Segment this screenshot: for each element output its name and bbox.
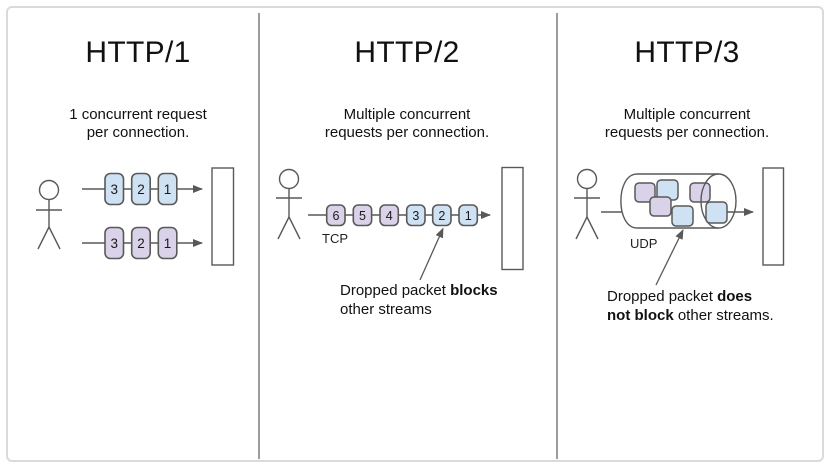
panel2-subtitle-line1: Multiple concurrent bbox=[343, 106, 471, 123]
http2-server-box bbox=[501, 166, 524, 271]
packet bbox=[104, 226, 125, 260]
http3-dropped-packet-pointer-arrow bbox=[655, 229, 684, 286]
annotation-text-bold: blocks bbox=[450, 282, 498, 299]
annotation-text-bold: not block bbox=[607, 307, 674, 324]
packet bbox=[130, 226, 151, 260]
packet-number: 4 bbox=[386, 209, 393, 223]
http3-udp-pipe bbox=[620, 173, 718, 229]
http2-dropped-packet-pointer-arrow bbox=[419, 227, 444, 281]
panel3-subtitle-line2: requests per connection. bbox=[604, 124, 770, 141]
packet bbox=[325, 204, 346, 227]
annotation-line: Dropped packet blocks bbox=[340, 281, 498, 300]
packet bbox=[405, 204, 426, 227]
http1-client-stick-figure-icon bbox=[36, 179, 62, 250]
annotation-text-bold: does bbox=[717, 288, 753, 305]
packet bbox=[379, 204, 400, 227]
packet-number: 2 bbox=[137, 182, 145, 197]
packet bbox=[130, 172, 151, 206]
packet-number: 2 bbox=[438, 209, 445, 223]
annotation-line: not block other streams. bbox=[607, 306, 774, 325]
http3-server-box bbox=[762, 167, 785, 266]
panel3-title: HTTP/3 bbox=[634, 36, 740, 69]
panel2-subtitle: Multiple concurrent requests per connect… bbox=[258, 106, 556, 142]
packet bbox=[458, 204, 479, 227]
http2-dropped-packet-annotation: Dropped packet blocks other streams bbox=[340, 281, 498, 319]
packet-number: 6 bbox=[333, 209, 340, 223]
http3-dropped-packet-annotation: Dropped packet does not block other stre… bbox=[607, 287, 774, 325]
annotation-line: Dropped packet does bbox=[607, 287, 774, 306]
udp-label: UDP bbox=[630, 236, 658, 251]
packet-number: 3 bbox=[412, 209, 419, 223]
http3-pipe-packets bbox=[634, 179, 711, 227]
annotation-line: other streams bbox=[340, 300, 498, 319]
http2-packets bbox=[325, 204, 479, 227]
packet-number: 1 bbox=[164, 182, 172, 197]
packet bbox=[671, 205, 694, 227]
packet-number: 3 bbox=[110, 236, 118, 251]
http3-pipe-opening bbox=[700, 173, 737, 229]
panel2-title: HTTP/2 bbox=[354, 36, 460, 69]
packet bbox=[104, 172, 125, 206]
annotation-text: other streams. bbox=[677, 307, 774, 324]
annotation-text: Dropped packet bbox=[340, 282, 446, 299]
panel1-subtitle-line2: per connection. bbox=[86, 124, 190, 141]
packet bbox=[157, 172, 178, 206]
annotation-text: other streams bbox=[340, 301, 432, 318]
packet-number: 1 bbox=[164, 236, 172, 251]
packet-number: 2 bbox=[137, 236, 145, 251]
packet bbox=[705, 201, 728, 224]
packet-number: 3 bbox=[110, 182, 118, 197]
panel-divider-1 bbox=[258, 13, 260, 459]
packet bbox=[352, 204, 373, 227]
panel1-title: HTTP/1 bbox=[85, 36, 191, 69]
panel1-subtitle-line1: 1 concurrent request bbox=[69, 106, 207, 123]
panel-divider-2 bbox=[556, 13, 558, 459]
http2-client-stick-figure-icon bbox=[276, 168, 302, 240]
http1-server-box bbox=[211, 167, 235, 266]
packet bbox=[431, 204, 452, 227]
packet-number: 5 bbox=[359, 209, 366, 223]
http1-connection2-packets bbox=[104, 226, 178, 260]
panel3-subtitle: Multiple concurrent requests per connect… bbox=[556, 106, 818, 142]
http1-connection1-packets bbox=[104, 172, 178, 206]
packet bbox=[649, 196, 672, 217]
panel1-subtitle: 1 concurrent request per connection. bbox=[10, 106, 266, 142]
annotation-text: Dropped packet bbox=[607, 288, 713, 305]
packet bbox=[157, 226, 178, 260]
packet-number: 1 bbox=[465, 209, 472, 223]
panel2-subtitle-line2: requests per connection. bbox=[324, 124, 490, 141]
tcp-label: TCP bbox=[322, 231, 348, 246]
packet bbox=[634, 182, 656, 203]
panel3-subtitle-line1: Multiple concurrent bbox=[623, 106, 751, 123]
http3-client-stick-figure-icon bbox=[574, 168, 600, 240]
packet bbox=[689, 182, 711, 203]
